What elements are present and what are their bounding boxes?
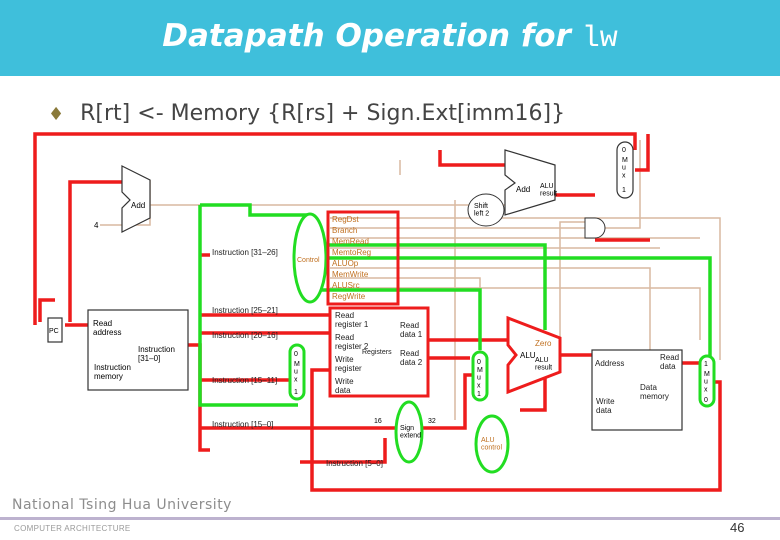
alu-zero: Zero [535,339,552,348]
footer-university: National Tsing Hua University [12,497,232,513]
signal-memtoreg: MemtoReg [332,248,371,257]
reg-name: Registers [362,349,392,356]
adder-label: Add [131,201,145,210]
footer-divider [0,517,780,520]
signal-regwrite: RegWrite [332,292,366,301]
dmem-address: Address [595,359,624,368]
signal-regdst: RegDst [332,215,359,224]
branch-adder-label: Add [516,185,530,194]
branch-and-gate [584,217,606,239]
bullet-text: R[rt] <- Memory {R[rs] + Sign.Ext[imm16]… [80,101,566,126]
signal-memwrite: MemWrite [332,270,369,279]
adder-four: 4 [94,221,99,230]
pcsrc-mux-zero: 0 [622,147,626,154]
title-main: Datapath Operation for [162,18,582,54]
pcsrc-mux-one: 1 [622,187,626,194]
regdst-mux [288,343,306,401]
regdst-mux-one: 1 [294,389,298,396]
imem-instruction: Instruction[31–0] [138,345,175,363]
signal-branch: Branch [332,226,357,235]
pcsrc-mux [616,141,634,199]
pc-register [47,317,63,343]
alusrc-mux [471,350,489,402]
active-control-lines [198,203,712,407]
pc-label: PC [49,328,59,335]
field-31-26: Instruction [31–26] [212,248,278,257]
register-file [328,306,430,398]
footer-department: COMPUTER ARCHITECTURE [14,524,131,533]
field-15-0: Instruction [15–0] [212,420,273,429]
field-5-0: Instruction [5–0] [326,459,383,468]
signal-alusrc: ALUSrc [332,281,360,290]
page-number: 46 [730,520,745,535]
control-signals-highlight [326,210,400,306]
title-code: lw [581,22,618,56]
control-signal-list: RegDst Branch MemRead MemtoReg ALUOp Mem… [332,215,371,301]
memtoreg-mux-zero: 0 [704,397,708,404]
signal-aluop: ALUOp [332,259,359,268]
bullet-line: ♦ R[rt] <- Memory {R[rs] + Sign.Ext[imm16… [48,101,565,126]
slide-title: Datapath Operation for lw [0,18,780,56]
bullet-marker-icon: ♦ [48,104,65,125]
title-bar [0,0,780,76]
main-alu [506,315,562,395]
control-label: Control [297,257,320,264]
active-wires [33,132,722,492]
field-25-21: Instruction [25–21] [212,306,278,315]
data-memory [591,349,683,431]
field-15-11: Instruction [15–11] [212,376,277,385]
field-20-16: Instruction [20–16] [212,331,278,340]
alu-control [474,414,510,474]
memtoreg-mux-one: 1 [704,361,708,368]
signal-memread: MemRead [332,237,369,246]
alusrc-mux-zero: 0 [477,359,481,366]
control-unit [292,212,328,304]
instruction-memory [87,309,189,391]
instruction-fields: Instruction [31–26] Instruction [25–21] … [212,248,383,468]
alusrc-mux-one: 1 [477,391,481,398]
memtoreg-mux [698,354,716,408]
bits-16: 16 [374,418,382,425]
regdst-mux-zero: 0 [294,351,298,358]
pc-adder: Add 4 [94,165,151,233]
shift-left-2 [467,193,505,227]
sign-extend [394,400,424,464]
bits-32: 32 [428,418,436,425]
alu-label: ALU [520,351,536,360]
